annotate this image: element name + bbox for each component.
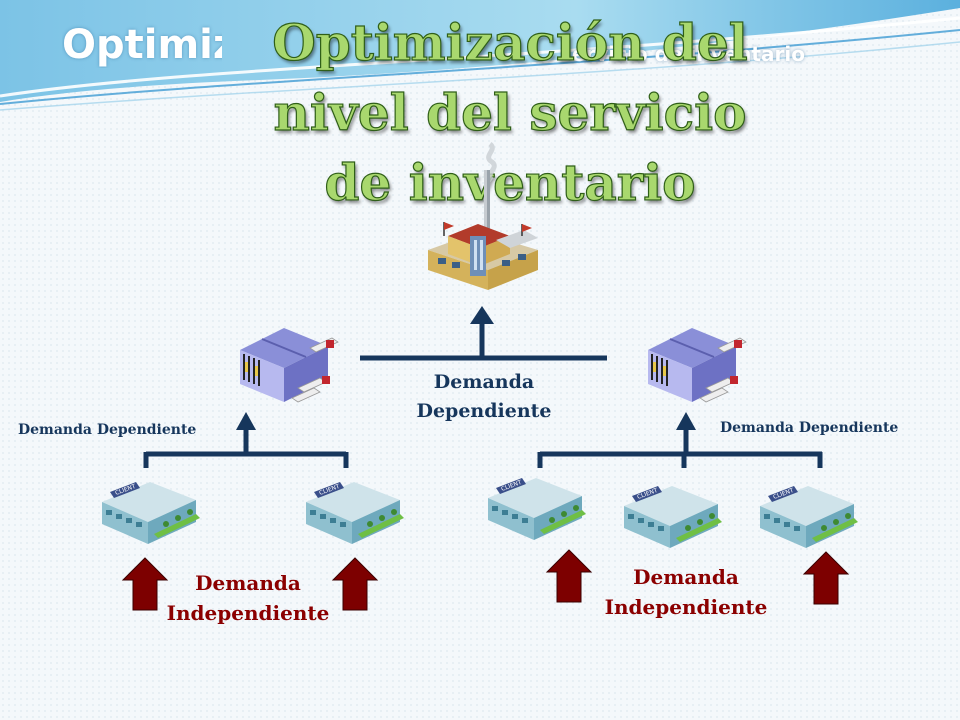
label-line: Dependiente [416, 400, 552, 422]
label-line: Independiente [166, 601, 330, 625]
warehouse-icon [648, 328, 747, 403]
right-dependent-label: Demanda Dependiente [720, 420, 899, 436]
client-store-icon: CLIENT [760, 486, 858, 548]
label-line: Demanda [633, 565, 739, 589]
title-line-2: nivel del servicio [273, 82, 747, 142]
label-line: Demanda [195, 571, 301, 595]
center-connector [360, 306, 607, 361]
center-dependent-label: Demanda Dependiente [398, 368, 570, 426]
independent-arrow [545, 549, 593, 603]
left-connector [143, 412, 349, 468]
left-independent-label: Demanda Independiente [160, 568, 336, 628]
client-store-icon: CLIENT [488, 478, 586, 540]
independent-arrow [121, 557, 169, 611]
ghost-title: Optimización del nivel del servicio de i… [62, 22, 222, 68]
warehouse-icon [240, 328, 339, 403]
client-store-icon: CLIENT [102, 482, 200, 544]
left-dependent-label: Demanda Dependiente [18, 422, 197, 438]
right-connector [537, 412, 823, 468]
title-line-3: de inventario [324, 152, 696, 212]
independent-arrow [802, 551, 850, 605]
right-independent-label: Demanda Independiente [598, 562, 774, 622]
main-title: Optimización del nivel del servicio de i… [190, 8, 830, 218]
independent-arrow [331, 557, 379, 611]
label-line: Demanda [433, 371, 535, 393]
label-line: Independiente [604, 595, 768, 619]
ghost-subtitle: servicio de inventario [560, 42, 805, 66]
client-store-icon: CLIENT [624, 486, 722, 548]
factory-icon [428, 142, 538, 290]
title-line-1: Optimización del [272, 12, 749, 72]
client-store-icon: CLIENT [306, 482, 404, 544]
header-wave [0, 0, 960, 111]
